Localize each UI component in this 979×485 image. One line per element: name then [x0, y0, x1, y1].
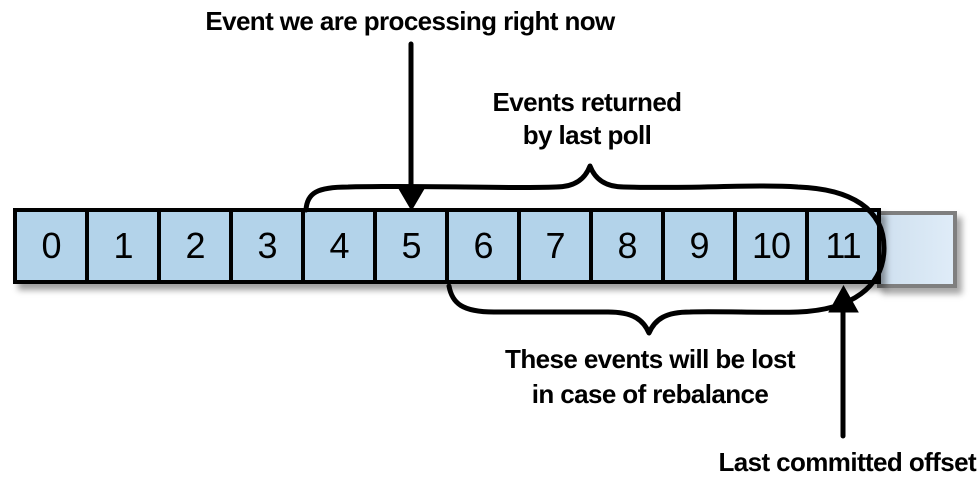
- offset-cell-9: 9: [661, 208, 737, 284]
- lost-events-label-line1: These events will be lost: [505, 344, 795, 374]
- offset-cell-4: 4: [301, 208, 377, 284]
- lost-events-label-line2: in case of rebalance: [531, 379, 769, 409]
- empty-offset-cell: [877, 211, 957, 288]
- last-committed-offset-label: Last committed offset: [718, 447, 976, 477]
- offset-cell-2: 2: [157, 208, 233, 284]
- offset-cell-11: 11: [805, 208, 881, 284]
- offset-cell-5: 5: [373, 208, 449, 284]
- offset-cell-7: 7: [517, 208, 593, 284]
- offset-cell-10: 10: [733, 208, 809, 284]
- poll-events-label-line1: Events returned: [492, 87, 683, 117]
- processing-event-label: Event we are processing right now: [205, 6, 615, 36]
- offset-cell-3: 3: [229, 208, 305, 284]
- poll-events-label: Events returned by last poll: [492, 86, 683, 152]
- poll-events-label-line2: by last poll: [522, 120, 652, 150]
- committed-arrow-head-icon: [828, 284, 859, 313]
- offset-cell-1: 1: [85, 208, 161, 284]
- offset-cell-0: 0: [13, 208, 89, 284]
- lost-events-label: These events will be lost in case of reb…: [505, 342, 795, 412]
- offset-cell-6: 6: [445, 208, 521, 284]
- offset-cell-8: 8: [589, 208, 665, 284]
- processing-arrow-head-icon: [397, 186, 426, 211]
